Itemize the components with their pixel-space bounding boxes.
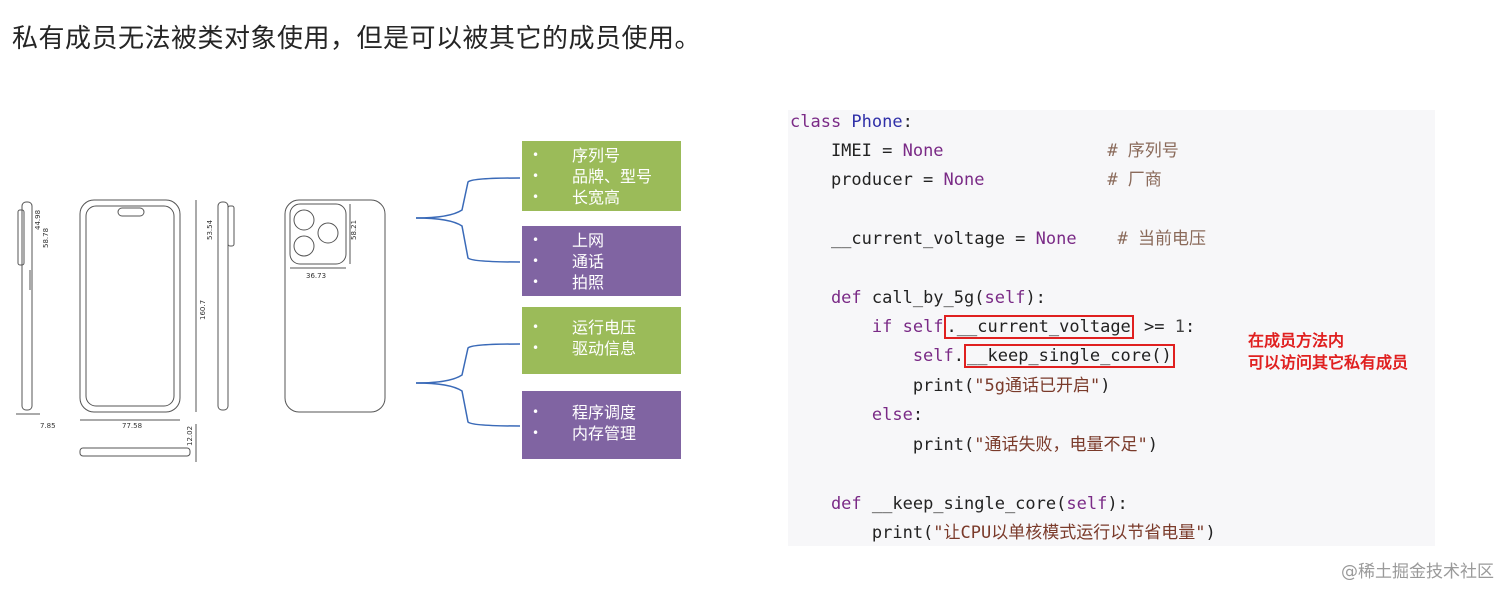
code-line-3: producer = None # 厂商 [790,170,1162,190]
phone-drawing: 44.98 58.78 53.54 58.21 36.73 160.7 7.85… [0,180,420,470]
code-line-14: def __keep_single_core(self): [790,494,1128,514]
dim-9: 12.02 [186,426,194,446]
bracket-connectors [410,140,530,470]
box-item: •长宽高 [532,188,621,207]
dim-8: 77.58 [122,422,142,430]
code-line-15: print("让CPU以单核模式运行以节省电量") [790,523,1216,543]
code-line-8: if self.__current_voltage >= 1: [790,315,1196,339]
box-item: •品牌、型号 [532,167,653,186]
dim-5: 36.73 [306,272,326,280]
phone-back [284,199,386,413]
box-item: •运行电压 [532,318,637,337]
dim-6: 160.7 [199,300,207,320]
code-line-1: class Phone: [790,112,913,132]
code-line-9: self.__keep_single_core() [790,344,1175,368]
code-line-2: IMEI = None # 序列号 [790,141,1179,161]
dim-2: 58.78 [42,228,50,248]
bracket-svg [415,177,521,427]
code-line-7: def call_by_5g(self): [790,288,1046,308]
dim-3: 53.54 [206,219,214,240]
box-item: •内存管理 [532,424,637,443]
phone-side-left [21,201,33,411]
highlight-current-voltage: .__current_voltage [943,315,1134,339]
box-item: •驱动信息 [532,339,637,358]
code-line-5: __current_voltage = None # 当前电压 [790,229,1207,249]
bracket-bottom-lower [415,382,521,427]
annotation-note: 在成员方法内 可以访问其它私有成员 [1248,330,1408,374]
box-private-methods: •程序调度 •内存管理 [522,391,681,459]
annotation-line-2: 可以访问其它私有成员 [1248,353,1409,372]
phone-drawing-svg: 44.98 58.78 53.54 58.21 36.73 160.7 7.85… [16,199,386,462]
box-attributes: •序列号 •品牌、型号 •长宽高 [522,141,681,211]
phone-side-right [217,201,229,411]
watermark: @稀土掘金技术社区 [1341,562,1494,582]
code-line-11: else: [790,405,924,425]
box-item: •上网 [532,231,605,250]
box-item: •程序调度 [532,403,637,422]
code-line-10: print("5g通话已开启") [790,376,1111,396]
phone-bottom [79,447,191,457]
box-item: •通话 [532,252,605,271]
dim-4: 58.21 [350,220,358,240]
dim-1: 44.98 [34,210,42,230]
box-methods: •上网 •通话 •拍照 [522,226,681,296]
box-private-attributes: •运行电压 •驱动信息 [522,307,681,374]
bracket-top-lower [415,217,521,263]
annotation-line-1: 在成员方法内 [1248,331,1345,350]
code-line-12: print("通话失败，电量不足") [790,435,1158,455]
box-item: •序列号 [532,146,621,165]
phone-front [79,199,181,413]
page-heading: 私有成员无法被类对象使用，但是可以被其它的成员使用。 [12,24,702,54]
highlight-keep-single-core: __keep_single_core() [964,344,1175,368]
bracket-top-upper [415,177,521,219]
dim-7: 7.85 [40,422,56,430]
code-block: class Phone: IMEI = None # 序列号 producer … [788,110,1435,546]
bracket-bottom-upper [415,343,521,384]
box-item: •拍照 [532,273,605,292]
